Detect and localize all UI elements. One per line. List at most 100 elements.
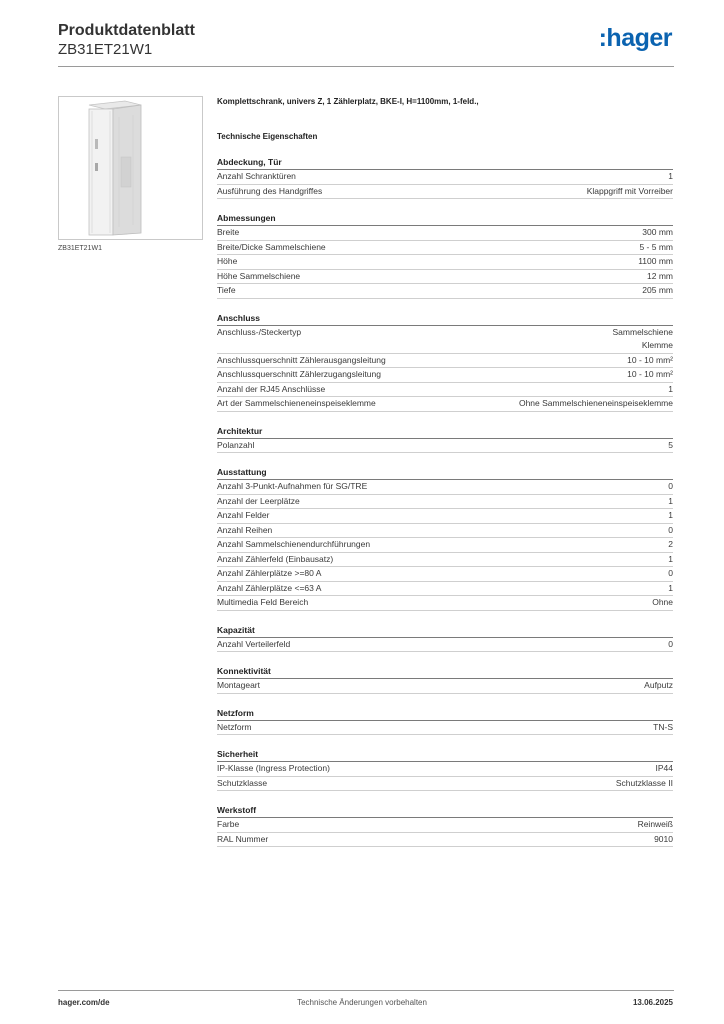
property-label: Höhe [217,256,238,266]
property-value: Aufputz [644,680,673,690]
property-value: 1 [668,510,673,520]
property-value: Ohne Sammelschieneneinspeiseklemme [518,398,673,408]
section-title: Sicherheit [217,748,673,762]
section-title: Anschluss [217,312,673,326]
property-row: Art der Sammelschieneneinspeiseklemme Ohn… [217,397,673,412]
technical-properties-heading: Technische Eigenschaften [217,132,318,141]
property-value: Klappgriff mit Vorreiber [586,185,673,196]
property-row: Höhe Sammelschiene 12 mm [217,270,673,284]
property-value: 1 [668,383,673,394]
cabinet-illustration [88,100,142,236]
property-row: Anschlussquerschnitt Zählerausgangsleitu… [217,354,673,368]
property-label: Anschlussquerschnitt Zählerausgangsleitu… [217,354,386,365]
property-row: Anzahl Zählerfeld (Einbausatz) 1 [217,553,673,567]
header-divider [58,66,674,67]
property-label: Polanzahl [217,439,255,450]
property-value: Sammelschiene Klemme [612,326,673,351]
product-image [58,96,203,240]
property-value: 5 [668,439,673,450]
property-row: Anzahl Zählerplätze >=80 A 0 [217,567,673,582]
property-label: Art der Sammelschieneneinspeiseklemme [217,398,376,408]
property-label: Ausführung des Handgriffes [217,185,323,196]
property-label: Netzform [217,721,252,732]
page-header: Produktdatenblatt ZB31ET21W1 :hager [58,20,674,68]
property-value: 0 [668,638,673,649]
property-value: 12 mm [647,270,673,281]
property-label: Anzahl Zählerplätze >=80 A [217,568,322,578]
product-code: ZB31ET21W1 [58,41,153,58]
section-title: Netzform [217,707,673,721]
property-value: 5 - 5 mm [639,241,673,252]
section-title: Kapazität [217,624,673,638]
property-value: 0 [668,568,673,578]
footer-notice: Technische Änderungen vorbehalten [297,998,427,1007]
property-row: Anschlussquerschnitt Zählerzugangsleitun… [217,368,673,383]
property-label: Anzahl der RJ45 Anschlüsse [217,383,326,394]
property-row: Montageart Aufputz [217,679,673,694]
section-title: Werkstoff [217,804,673,818]
property-label: Höhe Sammelschiene [217,270,301,281]
property-row: Anzahl Sammelschienendurchführungen 2 [217,538,673,553]
property-value: IP44 [655,763,674,773]
property-label: Anschluss-/Steckertyp [217,326,302,337]
property-row: Breite/Dicke Sammelschiene 5 - 5 mm [217,241,673,255]
property-label: Anschlussquerschnitt Zählerzugangsleitun… [217,369,381,379]
property-label: Schutzklasse [217,777,268,788]
footer-website: hager.com/de [58,998,110,1007]
property-row: Ausführung des Handgriffes Klappgriff mit… [217,185,673,199]
property-value: 1 [668,553,673,564]
property-row: Anzahl der RJ45 Anschlüsse 1 [217,383,673,397]
property-label: Anzahl Sammelschienendurchführungen [217,539,371,549]
property-label: Breite [217,227,240,237]
property-row: Anzahl 3-Punkt-Aufnahmen für SG/TRE 0 [217,480,673,495]
property-row: IP-Klasse (Ingress Protection)IP44 [217,762,673,777]
section-title: Abdeckung, Tür [217,156,673,170]
property-value: 300 mm [642,227,673,237]
property-row: Polanzahl 5 [217,439,673,453]
property-label: Breite/Dicke Sammelschiene [217,241,326,252]
property-label: Anzahl Zählerplätze <=63 A [217,582,322,593]
property-value: 1 [668,171,673,181]
document-title: Produktdatenblatt [58,22,195,39]
property-label: Multimedia Feld Bereich [217,597,309,607]
property-value: 1 [668,582,673,593]
property-label: Anzahl Felder [217,510,270,520]
property-label: Tiefe [217,285,236,295]
property-label: Farbe [217,819,240,829]
datasheet-content: Komplettschrank, univers Z, 1 Zählerplat… [217,96,673,847]
property-value: 10 - 10 mm² [627,354,673,365]
hager-logo: :hager [598,24,673,52]
property-value: 9010 [654,833,673,844]
property-label: Anzahl Zählerfeld (Einbausatz) [217,553,334,564]
property-row: Breite 300 mm [217,226,673,241]
property-value: 0 [668,481,673,491]
section-title: Ausstattung [217,466,673,480]
product-image-caption: ZB31ET21W1 [58,245,102,252]
product-description: Komplettschrank, univers Z, 1 Zählerplat… [217,97,479,106]
property-row: Anzahl Felder 1 [217,509,673,524]
property-value: 0 [668,524,673,535]
footer-divider [58,990,674,991]
property-label: Anzahl der Leerplätze [217,495,300,506]
property-label: Anzahl 3-Punkt-Aufnahmen für SG/TRE [217,481,368,491]
property-label: Montageart [217,680,260,690]
property-value: 2 [668,539,673,549]
property-label: Anzahl Verteilerfeld [217,638,291,649]
property-row: Anschluss-/Steckertyp Sammelschiene Klemm… [217,326,673,354]
